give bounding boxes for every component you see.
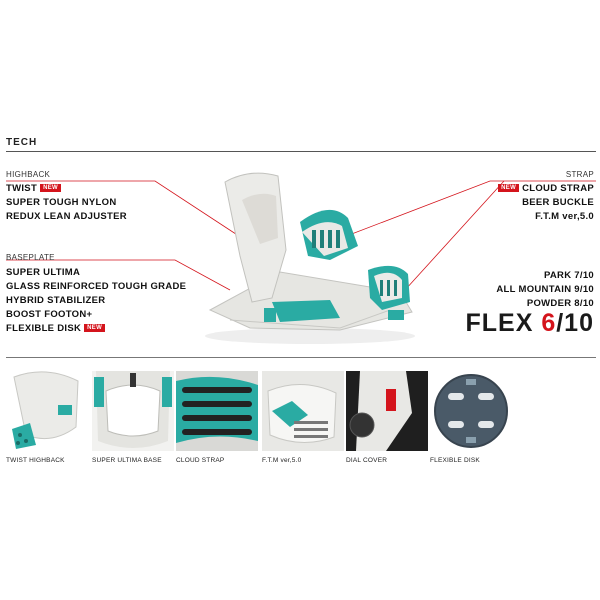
- thumb-caption: SUPER ULTIMA BASE: [92, 457, 162, 464]
- twist-text: TWIST: [6, 183, 38, 194]
- rating-park: PARK 7/10: [543, 270, 594, 281]
- highback-item: REDUX LEAN ADJUSTER: [6, 211, 127, 222]
- thumb-cloud-strap: [176, 371, 258, 451]
- new-badge: NEW: [40, 184, 61, 192]
- thumb-twist-highback: [6, 371, 88, 451]
- thumb-caption: TWIST HIGHBACK: [6, 457, 65, 464]
- thumb-super-ultima-base: [92, 371, 174, 451]
- strap-item: F.T.M ver,5.0: [535, 211, 594, 222]
- mid-divider: [6, 357, 596, 358]
- thumb-caption: F.T.M ver,5.0: [262, 457, 302, 464]
- cloud-strap-text: CLOUD STRAP: [522, 183, 594, 194]
- thumb-ftm: [262, 371, 344, 451]
- thumb-caption: DIAL COVER: [346, 457, 388, 464]
- baseplate-label: BASEPLATE: [6, 253, 55, 262]
- highback-label: HIGHBACK: [6, 170, 51, 179]
- flex-rating: FLEX 6/10: [465, 309, 594, 338]
- baseplate-item: GLASS REINFORCED TOUGH GRADE: [6, 281, 187, 292]
- rating-all-mountain: ALL MOUNTAIN 9/10: [496, 284, 594, 295]
- top-divider: [6, 151, 596, 152]
- baseplate-item: SUPER ULTIMA: [6, 267, 81, 278]
- flex-suffix: /10: [556, 309, 594, 337]
- tech-title: TECH: [6, 137, 38, 148]
- baseplate-item: BOOST FOOTON+: [6, 309, 93, 320]
- thumb-dial-cover: [346, 371, 428, 451]
- flexible-disk-text: FLEXIBLE DISK: [6, 323, 82, 334]
- thumb-caption: CLOUD STRAP: [176, 457, 225, 464]
- flex-value: 6: [541, 309, 557, 337]
- rating-powder: POWDER 8/10: [526, 298, 594, 309]
- thumb-caption: FLEXIBLE DISK: [430, 457, 480, 464]
- flex-prefix: FLEX: [465, 309, 542, 337]
- thumb-flexible-disk: [430, 371, 512, 451]
- strap-item: BEER BUCKLE: [522, 197, 594, 208]
- strap-label: STRAP: [565, 170, 594, 179]
- highback-item: SUPER TOUGH NYLON: [6, 197, 117, 208]
- new-badge: NEW: [84, 324, 106, 332]
- binding-illustration: [205, 172, 415, 344]
- baseplate-item: HYBRID STABILIZER: [6, 295, 106, 306]
- new-badge: NEW: [498, 184, 520, 192]
